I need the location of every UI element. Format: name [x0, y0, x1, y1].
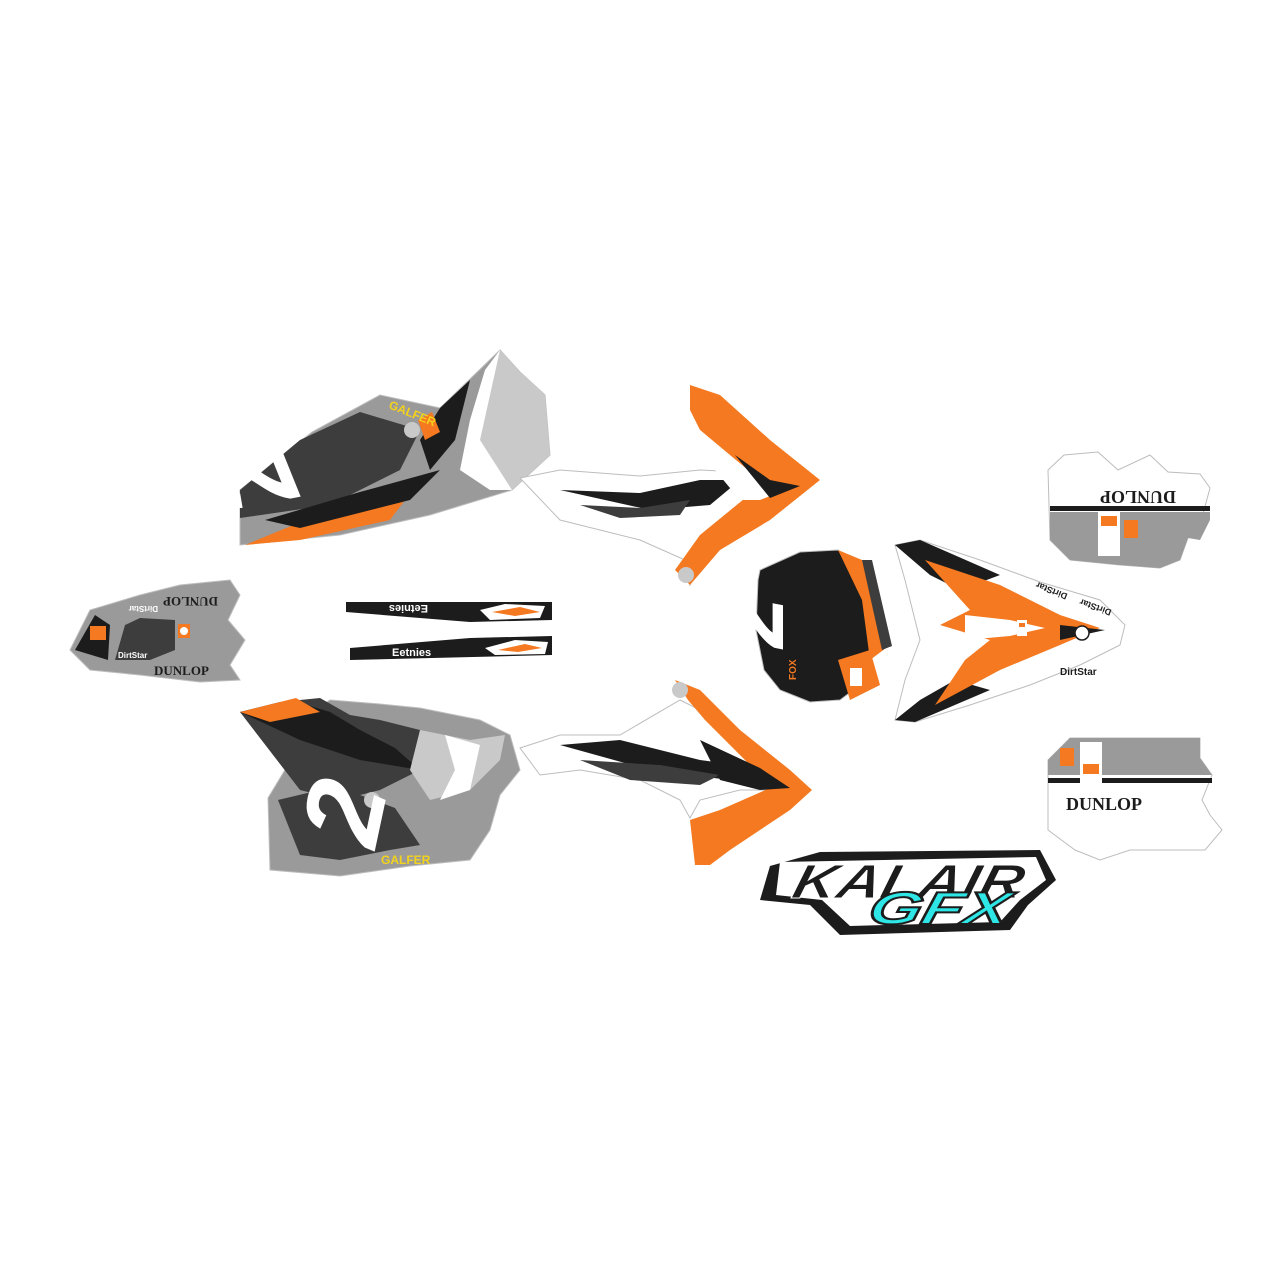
upper-right-tank-wing: [519, 385, 820, 587]
dunlop-logo-lower-guard: DUNLOP: [1066, 794, 1142, 814]
swingarm-sticker-bottom: Eetnies: [350, 636, 552, 660]
lower-right-guard-decal: DUNLOP: [1047, 737, 1223, 861]
fox-logo-front-plate: FOX: [788, 659, 799, 680]
dirtstar-logo-fender-bottom: DirtStar: [1060, 667, 1097, 678]
dirtstar-logo-seat-top: DirtStar: [129, 604, 158, 613]
dunlop-logo-seat-bottom: DUNLOP: [154, 663, 209, 678]
dirtstar-logo-seat-bottom: DirtStar: [118, 651, 147, 660]
logo-kalair: KALAIR: [787, 856, 1030, 909]
upper-left-side-panel: 2 GALFER: [185, 349, 551, 546]
dunlop-logo-seat-top: DUNLOP: [163, 594, 218, 609]
logo-gfx: GFX: [864, 883, 1021, 934]
upper-right-guard-decal: DUNLOP: [1047, 451, 1211, 569]
etnies-logo-bottom: Eetnies: [392, 647, 431, 659]
lower-right-tank-wing: [519, 680, 812, 865]
dunlop-logo-upper-guard: DUNLOP: [1100, 487, 1176, 507]
etnies-logo-top: Eetnies: [389, 602, 428, 614]
front-number-plate: 2 FOX: [701, 549, 892, 703]
seat-cover: DUNLOP DirtStar DirtStar DUNLOP: [69, 579, 246, 683]
front-fender: DirtStar DirtStar DirtStar: [894, 539, 1126, 723]
race-number-front-plate: 2: [701, 597, 803, 650]
galfer-logo-lower: GALFER: [381, 853, 431, 867]
kalair-gfx-logo: KALAIR GFX: [760, 850, 1056, 935]
swingarm-sticker-top: Eetnies: [346, 602, 552, 622]
lower-left-side-panel: 2 GALFER: [240, 698, 521, 877]
